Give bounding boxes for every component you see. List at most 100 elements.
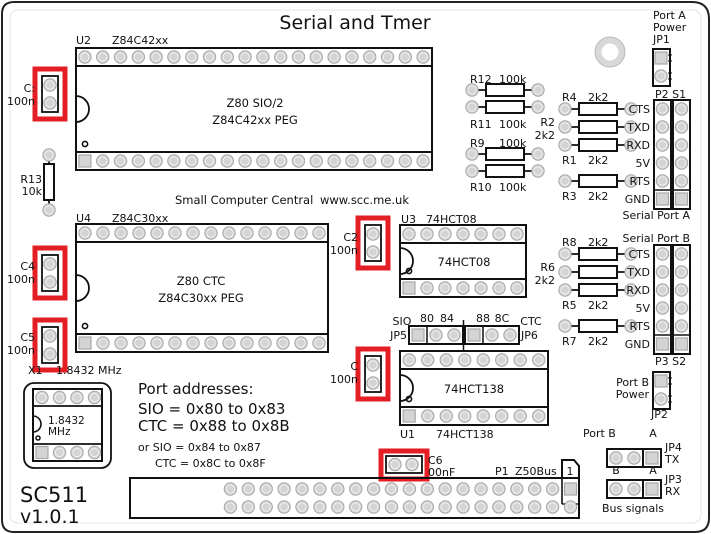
- pad-inner: [222, 156, 232, 166]
- pad-inner: [494, 229, 504, 239]
- chip-outline: [75, 47, 433, 171]
- pad-inner: [206, 338, 216, 348]
- resistor-r13: [42, 148, 56, 217]
- pad-inner: [476, 502, 486, 512]
- pad-inner: [560, 249, 570, 259]
- pad-inner: [333, 502, 343, 512]
- pad-inner: [626, 267, 636, 277]
- res-ref: R3: [562, 190, 577, 203]
- pad-inner: [422, 502, 432, 512]
- cap-value: 100n: [7, 273, 35, 286]
- pad-inner: [311, 156, 321, 166]
- jp5-ref: JP5: [389, 329, 407, 342]
- pad-inner: [170, 228, 180, 238]
- pad-inner: [134, 338, 144, 348]
- pad-inner: [293, 156, 304, 166]
- pin-1: [78, 154, 92, 168]
- pad-inner: [657, 176, 668, 186]
- res-ref: R8: [562, 236, 577, 249]
- pad-inner: [315, 484, 325, 494]
- pad-inner: [676, 176, 687, 186]
- pad-inner: [115, 156, 126, 166]
- signal-label-gnd: GND: [625, 193, 650, 206]
- chip-outline: [399, 224, 527, 298]
- res-body: [578, 265, 618, 279]
- pad-inner: [476, 229, 486, 239]
- jp2-ref: JP2: [650, 408, 668, 421]
- pin-1: [402, 281, 416, 295]
- pad-inner: [382, 156, 393, 166]
- highlight-box: [355, 215, 391, 271]
- res-ref: R6: [540, 261, 555, 274]
- pad-inner: [170, 338, 180, 348]
- pad-inner: [533, 102, 543, 112]
- chip-part: 74HCT138: [436, 428, 494, 441]
- signal-label-txd: TXD: [626, 121, 650, 134]
- serial-port-b: [653, 244, 691, 355]
- pad-inner: [657, 249, 668, 259]
- pad-inner: [278, 228, 288, 238]
- port-a-name: Serial Port A: [623, 209, 691, 222]
- pad-inner: [512, 283, 522, 293]
- url-text: www.scc.me.uk: [320, 193, 409, 207]
- signal-label-cts: CTS: [629, 248, 650, 261]
- res-ref: R2: [540, 116, 555, 129]
- pad-inner: [37, 392, 47, 403]
- pad-inner: [260, 338, 270, 348]
- pin1-marker: [81, 140, 89, 148]
- pad-inner: [351, 502, 361, 512]
- pad-inner: [565, 502, 576, 512]
- jp4-ref: JP4: [664, 441, 682, 454]
- jumper-outline: [652, 48, 671, 87]
- res-body: [43, 163, 55, 201]
- pad-inner: [261, 502, 271, 512]
- pad-inner: [151, 156, 161, 166]
- res-ref: R13: [20, 173, 42, 186]
- chip-ref: U1: [400, 428, 415, 441]
- capacitor-c5: [32, 317, 68, 373]
- cap-ref: C: [350, 360, 358, 373]
- pad-inner: [657, 104, 668, 114]
- cap-ref: C6: [428, 454, 443, 467]
- pad-inner: [116, 338, 126, 348]
- crystal-notch: [32, 415, 42, 433]
- bus-pin1-label: 1: [567, 465, 574, 478]
- chip-notch: [399, 247, 414, 275]
- pad-inner: [467, 149, 477, 159]
- resistor-r3: [558, 174, 638, 188]
- chip-u1: [399, 350, 549, 426]
- pad-inner: [467, 166, 477, 176]
- jp4-left-label: Port B: [583, 427, 616, 440]
- pad-inner: [293, 52, 304, 62]
- pad-inner: [467, 102, 477, 112]
- res-body: [578, 319, 618, 333]
- pad-inner: [533, 85, 543, 95]
- pad-inner: [45, 98, 55, 108]
- jp3-right-label: A: [649, 464, 657, 477]
- chip-line2: Z84C30xx PEG: [158, 291, 244, 305]
- res-ref: R7: [562, 335, 577, 348]
- pad-inner: [243, 502, 253, 512]
- pad-inner: [261, 484, 271, 494]
- pad-inner: [98, 228, 108, 238]
- res-body: [578, 102, 618, 116]
- res-value: 100k: [499, 73, 527, 86]
- pad-inner: [188, 228, 198, 238]
- chip-notch: [399, 374, 414, 402]
- serial-port-a: [653, 99, 691, 210]
- pad-inner: [368, 484, 379, 494]
- ctc-label: CTC: [520, 315, 542, 328]
- highlight-box: [32, 317, 68, 373]
- pad-inner: [533, 166, 543, 176]
- resistor-r6: [558, 265, 638, 279]
- addresses-alt-ctc: CTC = 0x8C to 0x8F: [155, 457, 266, 470]
- pad-inner: [44, 150, 54, 160]
- pad-inner: [188, 338, 198, 348]
- pad-inner: [656, 71, 666, 81]
- jp2-label-1: Port B: [616, 376, 649, 389]
- resistor-r1: [558, 138, 638, 152]
- pad-inner: [404, 229, 414, 239]
- pad-inner: [657, 303, 668, 313]
- pad-inner: [494, 283, 504, 293]
